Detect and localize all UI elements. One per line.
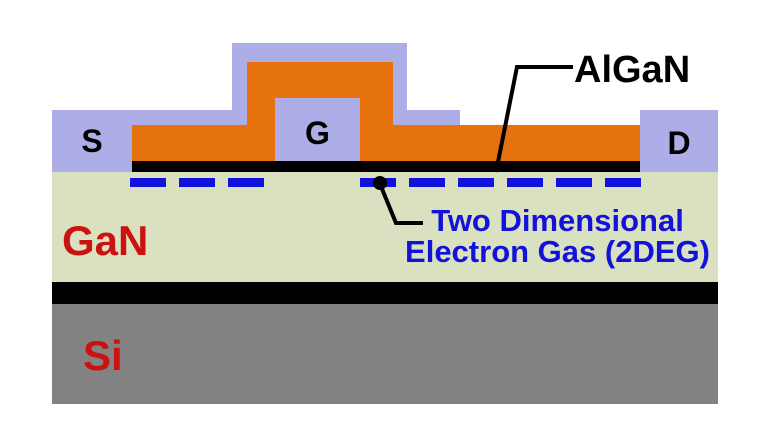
- 2deg-label-line1: Two Dimensional: [431, 203, 684, 238]
- drain-contact-label: D: [667, 125, 691, 161]
- source-contact-label: S: [81, 123, 103, 159]
- si-label: Si: [83, 332, 123, 379]
- gate-contact: G: [275, 98, 360, 161]
- field-plate-layer-flat: [132, 125, 640, 161]
- 2deg-label-line2: Electron Gas (2DEG): [405, 234, 710, 269]
- 2deg-label: Two Dimensional Electron Gas (2DEG): [400, 205, 715, 267]
- si-substrate-layer: [52, 304, 718, 404]
- algan-label: AlGaN: [574, 49, 691, 91]
- gate-contact-label: G: [305, 115, 330, 151]
- 2deg-dashed-line-left: [130, 178, 264, 187]
- gan-label: GaN: [62, 217, 149, 264]
- drain-contact: D: [640, 110, 718, 172]
- 2deg-dashed-line-right: [360, 178, 641, 187]
- algan-barrier-layer: [132, 161, 640, 172]
- source-contact: S: [52, 110, 132, 172]
- buffer-layer: [52, 282, 718, 304]
